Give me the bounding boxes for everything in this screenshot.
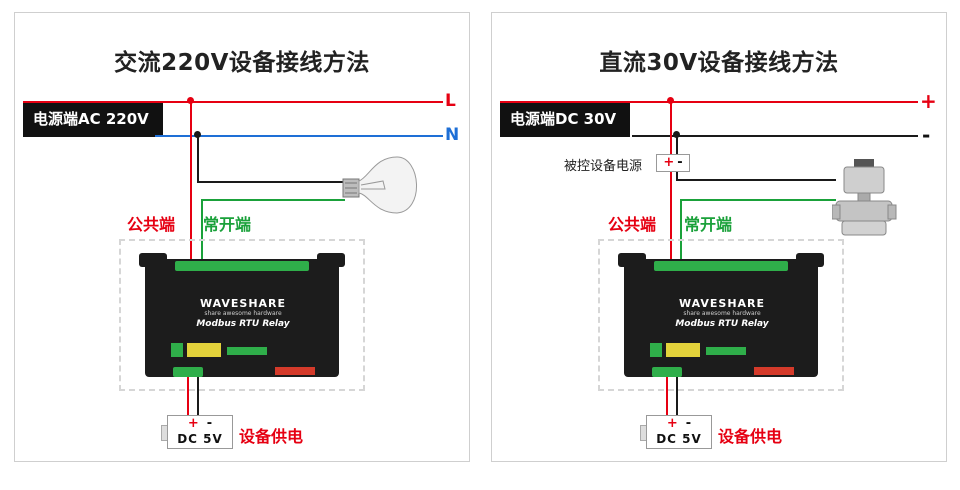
no-label: 常开端: [684, 215, 733, 234]
pin-block: [171, 343, 183, 357]
dc-plus-wire: [666, 377, 668, 415]
neutral-junction: [194, 131, 201, 138]
dc-supply: +- DC 5V: [646, 415, 712, 449]
live-junction: [187, 97, 194, 104]
power-source-label: 电源端AC 220V: [23, 101, 163, 137]
led-row: [706, 347, 746, 355]
pin-block: [650, 343, 662, 357]
supply-label: 设备供电: [239, 427, 304, 446]
neutral-bulb-wire: [197, 181, 345, 183]
controlled-power-label: 被控设备电源: [564, 159, 643, 174]
relay-terminal-block: [654, 261, 788, 271]
no-label: 常开端: [203, 215, 252, 234]
panel-title: 交流220V设备接线方法: [114, 50, 370, 76]
common-label: 公共端: [127, 215, 176, 234]
no-wire: [680, 199, 682, 263]
negative-valve-wire: [676, 179, 836, 181]
neutral-drop-wire: [197, 135, 199, 183]
common-wire: [670, 101, 672, 263]
neutral-wire: [155, 135, 443, 137]
negative-label: -: [922, 123, 931, 147]
no-valve-wire: [680, 199, 836, 201]
brand-logo: WAVESHARE share awesome hardware Modbus …: [196, 297, 290, 329]
supply-label: 设备供电: [718, 427, 783, 446]
common-wire: [190, 101, 192, 263]
module-frame: [598, 239, 844, 391]
controlled-power-source: +-: [656, 154, 690, 172]
light-bulb-icon: [342, 156, 417, 214]
power-terminal: [173, 367, 203, 377]
relay-module: WAVESHARE share awesome hardware Modbus …: [139, 253, 345, 377]
negative-wire: [632, 135, 918, 137]
power-terminal: [652, 367, 682, 377]
common-label: 公共端: [608, 215, 657, 234]
no-wire: [201, 199, 203, 263]
relay-module: WAVESHARE share awesome hardware Modbus …: [618, 253, 824, 377]
relay-terminal-block: [175, 261, 309, 271]
positive-label: +: [920, 89, 937, 113]
positive-wire: [500, 101, 918, 103]
rs485-block: [666, 343, 700, 357]
no-bulb-wire: [201, 199, 345, 201]
dc-wiring-panel: 直流30V设备接线方法 电源端DC 30V + - 被控设备电源 +- 公共端 …: [491, 12, 947, 462]
live-wire: [23, 101, 443, 103]
dc-plus-wire: [187, 377, 189, 415]
neutral-label: N: [445, 125, 460, 145]
rs485-block: [187, 343, 221, 357]
brand-logo: WAVESHARE share awesome hardware Modbus …: [675, 297, 769, 329]
solenoid-valve-icon: [832, 159, 897, 236]
dc-minus-wire: [676, 377, 678, 415]
power-source-label: 电源端DC 30V: [500, 101, 631, 137]
led-row: [227, 347, 267, 355]
module-frame: [119, 239, 365, 391]
dc-minus-wire: [197, 377, 199, 415]
panel-title: 直流30V设备接线方法: [599, 50, 839, 76]
ac-wiring-panel: 交流220V设备接线方法 电源端AC 220V L N 公共端 常开端 WAVE…: [14, 12, 470, 462]
rs485-terminal: [275, 367, 315, 375]
dc-supply: +- DC 5V: [167, 415, 233, 449]
live-label: L: [445, 91, 456, 111]
rs485-terminal: [754, 367, 794, 375]
positive-junction: [667, 97, 674, 104]
negative-junction: [673, 131, 680, 138]
